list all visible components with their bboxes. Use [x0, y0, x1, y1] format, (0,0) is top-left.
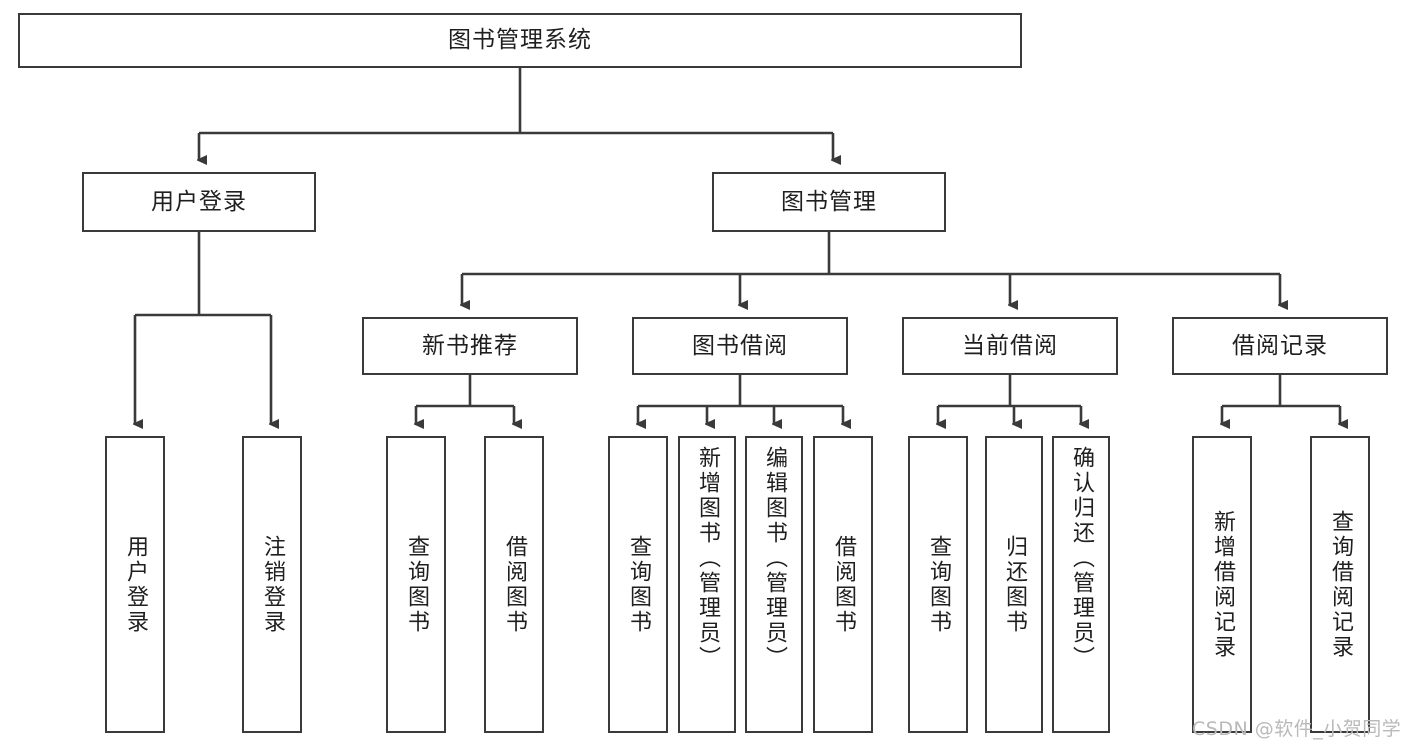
node-book-manage[interactable]: 图书管理	[712, 172, 946, 232]
node-leaf-query-book-current-label: 查询图书	[926, 534, 951, 635]
watermark-text: CSDN @软件_小贺同学	[1192, 718, 1402, 740]
node-leaf-logout-login-label: 注销登录	[260, 534, 285, 635]
node-leaf-return-book[interactable]: 归还图书	[985, 436, 1043, 733]
node-leaf-edit-book-admin[interactable]: 编辑图书（管理员）	[745, 436, 803, 733]
node-leaf-logout-login[interactable]: 注销登录	[242, 436, 302, 733]
node-book-borrow[interactable]: 图书借阅	[632, 317, 848, 375]
node-leaf-add-borrow-record[interactable]: 新增借阅记录	[1192, 436, 1252, 733]
node-leaf-return-book-label: 归还图书	[1002, 534, 1027, 635]
node-leaf-query-book-recommend[interactable]: 查询图书	[386, 436, 446, 733]
node-root-label: 图书管理系统	[448, 27, 592, 54]
node-current-borrow[interactable]: 当前借阅	[902, 317, 1118, 375]
node-book-manage-label: 图书管理	[781, 188, 877, 215]
node-root[interactable]: 图书管理系统	[18, 13, 1022, 68]
node-leaf-user-login-label: 用户登录	[123, 534, 148, 635]
node-current-borrow-label: 当前借阅	[962, 332, 1058, 359]
node-user-login-label: 用户登录	[151, 188, 247, 215]
node-leaf-confirm-return-admin-label: 确认归还（管理员）	[1069, 446, 1094, 671]
node-book-borrow-label: 图书借阅	[692, 332, 788, 359]
node-new-book-recommend-label: 新书推荐	[422, 332, 518, 359]
node-leaf-borrow-book-recommend[interactable]: 借阅图书	[484, 436, 544, 733]
node-leaf-query-borrow-record-label: 查询借阅记录	[1328, 509, 1353, 660]
node-leaf-add-book-admin[interactable]: 新增图书（管理员）	[678, 436, 736, 733]
node-leaf-borrow-book-recommend-label: 借阅图书	[502, 534, 527, 635]
node-leaf-borrow-book-label: 借阅图书	[831, 534, 856, 635]
node-leaf-query-book-recommend-label: 查询图书	[404, 534, 429, 635]
node-new-book-recommend[interactable]: 新书推荐	[362, 317, 578, 375]
node-leaf-user-login[interactable]: 用户登录	[105, 436, 165, 733]
node-leaf-confirm-return-admin[interactable]: 确认归还（管理员）	[1052, 436, 1110, 733]
node-leaf-add-borrow-record-label: 新增借阅记录	[1210, 509, 1235, 660]
node-leaf-borrow-book[interactable]: 借阅图书	[813, 436, 873, 733]
node-leaf-edit-book-admin-label: 编辑图书（管理员）	[762, 446, 787, 671]
node-leaf-query-book-borrow[interactable]: 查询图书	[608, 436, 668, 733]
node-user-login[interactable]: 用户登录	[82, 172, 316, 232]
node-leaf-query-borrow-record[interactable]: 查询借阅记录	[1310, 436, 1370, 733]
node-borrow-record-label: 借阅记录	[1232, 332, 1328, 359]
node-borrow-record[interactable]: 借阅记录	[1172, 317, 1388, 375]
node-leaf-query-book-current[interactable]: 查询图书	[908, 436, 968, 733]
node-leaf-add-book-admin-label: 新增图书（管理员）	[695, 446, 720, 671]
node-leaf-query-book-borrow-label: 查询图书	[626, 534, 651, 635]
